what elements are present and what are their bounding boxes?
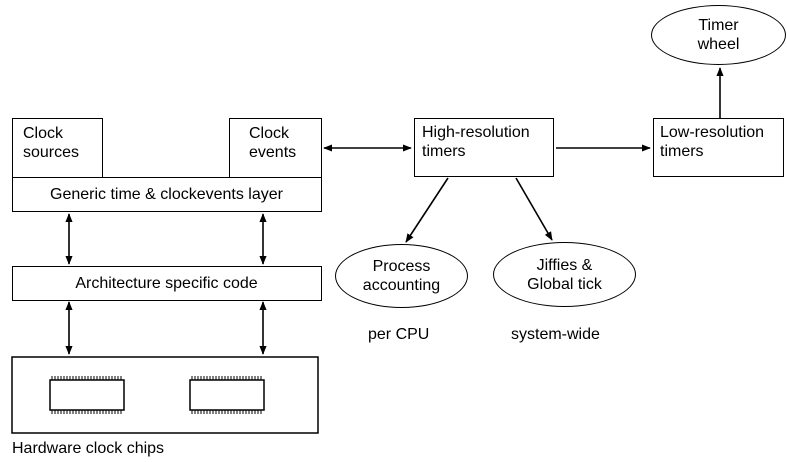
- low-res-timers-box: Low-resolution timers: [653, 118, 784, 177]
- process-accounting-ellipse: Process accounting: [335, 244, 468, 308]
- clock-sources-box: Clock sources: [12, 118, 103, 178]
- timer-wheel-label: Timer wheel: [697, 17, 740, 53]
- clock-events-box: Clock events: [229, 118, 322, 178]
- arrow-highres-process: [405, 177, 449, 243]
- generic-layer-box: Generic time & clockevents layer: [12, 177, 322, 212]
- jiffies-global-tick-ellipse: Jiffies & Global tick: [493, 242, 636, 307]
- process-accounting-label: Process accounting: [362, 258, 441, 294]
- timer-wheel-ellipse: Timer wheel: [651, 5, 786, 65]
- chip-right-icon: [189, 376, 265, 414]
- clock-sources-label: Clock sources: [23, 125, 80, 161]
- high-res-timers-label: High-resolution timers: [422, 124, 530, 160]
- high-res-timers-box: High-resolution timers: [414, 118, 554, 177]
- arch-code-label: Architecture specific code: [75, 275, 258, 292]
- per-cpu-caption: per CPU: [368, 326, 430, 343]
- chip-left-icon: [49, 376, 125, 414]
- arrow-highres-jiffies: [515, 177, 553, 241]
- jiffies-global-tick-label: Jiffies & Global tick: [527, 256, 602, 293]
- generic-layer-label: Generic time & clockevents layer: [50, 186, 283, 203]
- arch-code-box: Architecture specific code: [12, 266, 322, 301]
- low-res-timers-label: Low-resolution timers: [660, 124, 765, 160]
- hardware-box: [11, 356, 319, 434]
- clock-events-label: Clock events: [249, 125, 297, 161]
- system-wide-caption: system-wide: [511, 326, 600, 343]
- hardware-clock-chips-caption: Hardware clock chips: [12, 440, 165, 457]
